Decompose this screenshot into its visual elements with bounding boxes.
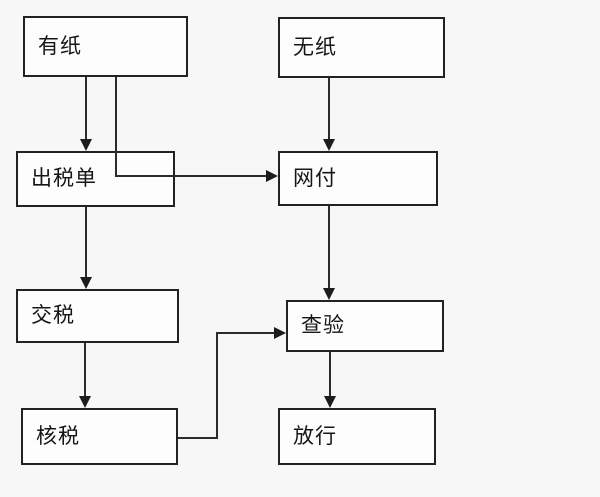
arrowhead-down-icon [80,277,92,289]
flow-node-chayan: 查验 [286,300,444,352]
node-label-wuzhi: 无纸 [293,35,337,59]
flow-node-wuzhi: 无纸 [278,17,445,78]
connector-jiaoshui-heshui [79,343,91,408]
node-label-chayan: 查验 [301,314,345,337]
flow-node-jiaoshui: 交税 [16,289,179,343]
node-label-heshui: 核税 [36,424,80,448]
arrowhead-right-icon [274,327,286,339]
arrowhead-right-icon [266,170,278,182]
arrowhead-down-icon [323,288,335,300]
flow-node-heshui: 核税 [21,408,178,465]
arrowhead-down-icon [324,396,336,408]
arrowhead-down-icon [79,396,91,408]
node-label-wangfu: 网付 [293,166,337,190]
arrowhead-down-icon [323,139,335,151]
flow-node-wangfu: 网付 [278,151,438,206]
connector-chayan-fangxing [324,352,336,408]
arrowhead-down-icon [80,139,92,151]
connector-heshui-chayan [178,327,286,439]
flow-node-fangxing: 放行 [278,408,436,465]
flow-node-youzhi: 有纸 [23,16,188,77]
flow-node-chushuidan: 出税单 [16,151,175,207]
node-label-youzhi: 有纸 [38,34,82,58]
node-label-jiaoshui: 交税 [31,304,75,327]
node-label-chushuidan: 出税单 [31,167,97,190]
node-label-fangxing: 放行 [293,424,337,448]
connector-wuzhi-wangfu [323,78,335,151]
connector-wangfu-chayan [323,206,335,300]
connector-chushuidan-jiaoshui [80,207,92,289]
connector-youzhi-chushuidan [80,77,92,151]
